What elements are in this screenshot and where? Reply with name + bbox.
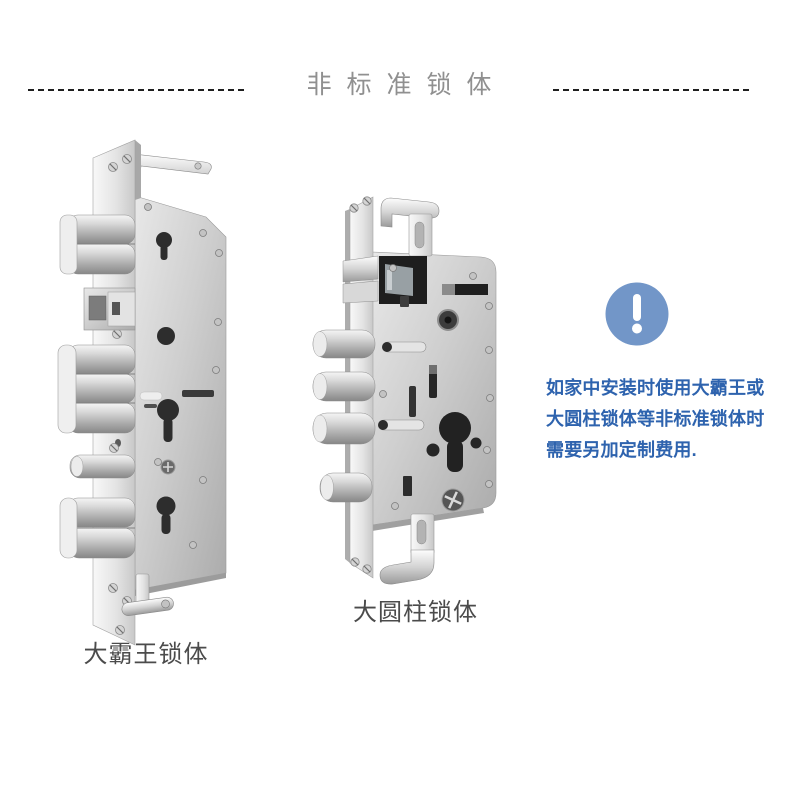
spindle-hub [437, 309, 459, 331]
title-divider-right [553, 89, 749, 91]
euro-keyhole [426, 412, 482, 472]
plate-screws [144, 203, 223, 549]
bottom-lever [121, 573, 174, 616]
title-divider-left [28, 89, 244, 91]
deadbolt-cylinders [312, 329, 376, 503]
deadbolt-top [59, 214, 136, 275]
phillips-screw [441, 488, 465, 512]
plate-screws [379, 264, 494, 510]
plate-details [139, 390, 214, 475]
deadbolt-bottom [59, 497, 136, 559]
cylinder-lock-label: 大圆柱锁体 [353, 599, 478, 626]
deadbolt-middle [57, 344, 136, 434]
notice-line: 大圆柱锁体等非标准锁体时 [546, 409, 765, 429]
overlord-lock-label: 大霸王锁体 [83, 641, 209, 668]
overlord-lock-photo [57, 139, 227, 646]
notice-line: 需要另加定制费用. [546, 440, 697, 460]
cylinder-lock-photo [312, 196, 497, 585]
plate-details [378, 284, 488, 496]
bottom-hook-bolt [379, 513, 435, 585]
top-hook-bolt [380, 197, 440, 257]
notice-line: 如家中安装时使用大霸王或 [546, 378, 765, 398]
latch-bolt [83, 287, 136, 331]
keyhole-cutouts [156, 232, 179, 534]
notice-text: 如家中安装时使用大霸王或 大圆柱锁体等非标准锁体时 需要另加定制费用. [546, 373, 766, 466]
exclamation-icon [605, 282, 669, 346]
deadbolt-small [69, 454, 136, 479]
latch-bolt [342, 255, 427, 304]
section-title: 非 标 准 锁 体 [306, 71, 496, 99]
